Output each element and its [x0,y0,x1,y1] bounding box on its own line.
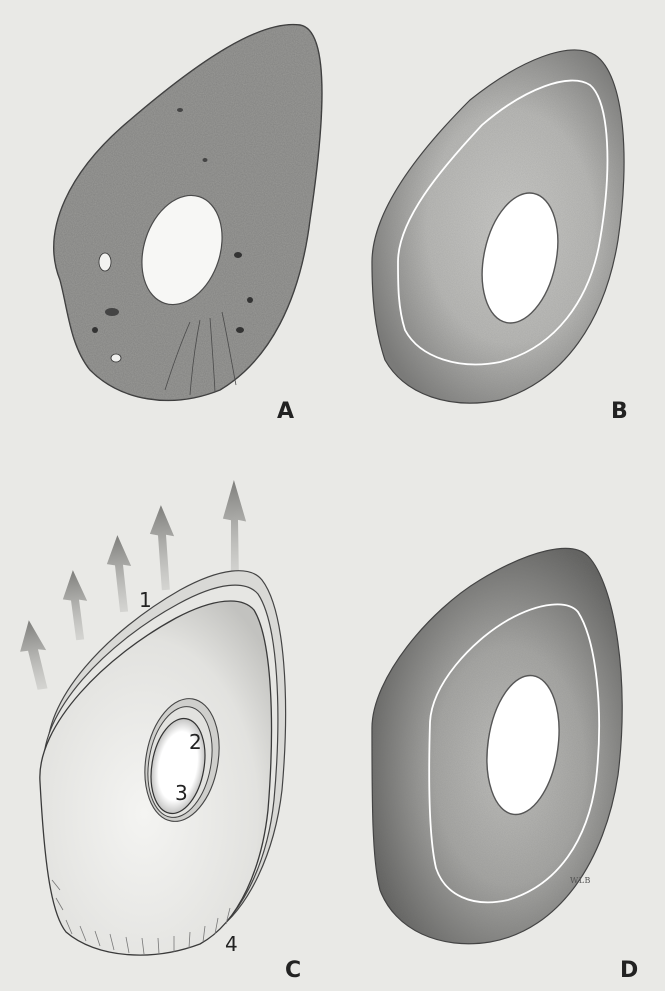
artist-signature: WLB [570,877,591,885]
panel-label-a: A [277,401,294,423]
panel-label-c: C [285,960,301,982]
arrow-3 [104,534,135,613]
arrow-4 [148,504,178,590]
annotation-3: 3 [175,783,188,803]
panel-label-d: D [620,960,638,982]
panel-a [54,25,322,401]
panel-label-b: B [611,401,628,423]
panel-c [10,480,286,956]
arrow-2 [60,569,91,641]
annotation-4: 4 [225,934,238,954]
arrow-5 [221,480,249,576]
annotation-2: 2 [189,732,202,752]
annotation-1: 1 [139,590,152,610]
panel-b [372,50,624,403]
